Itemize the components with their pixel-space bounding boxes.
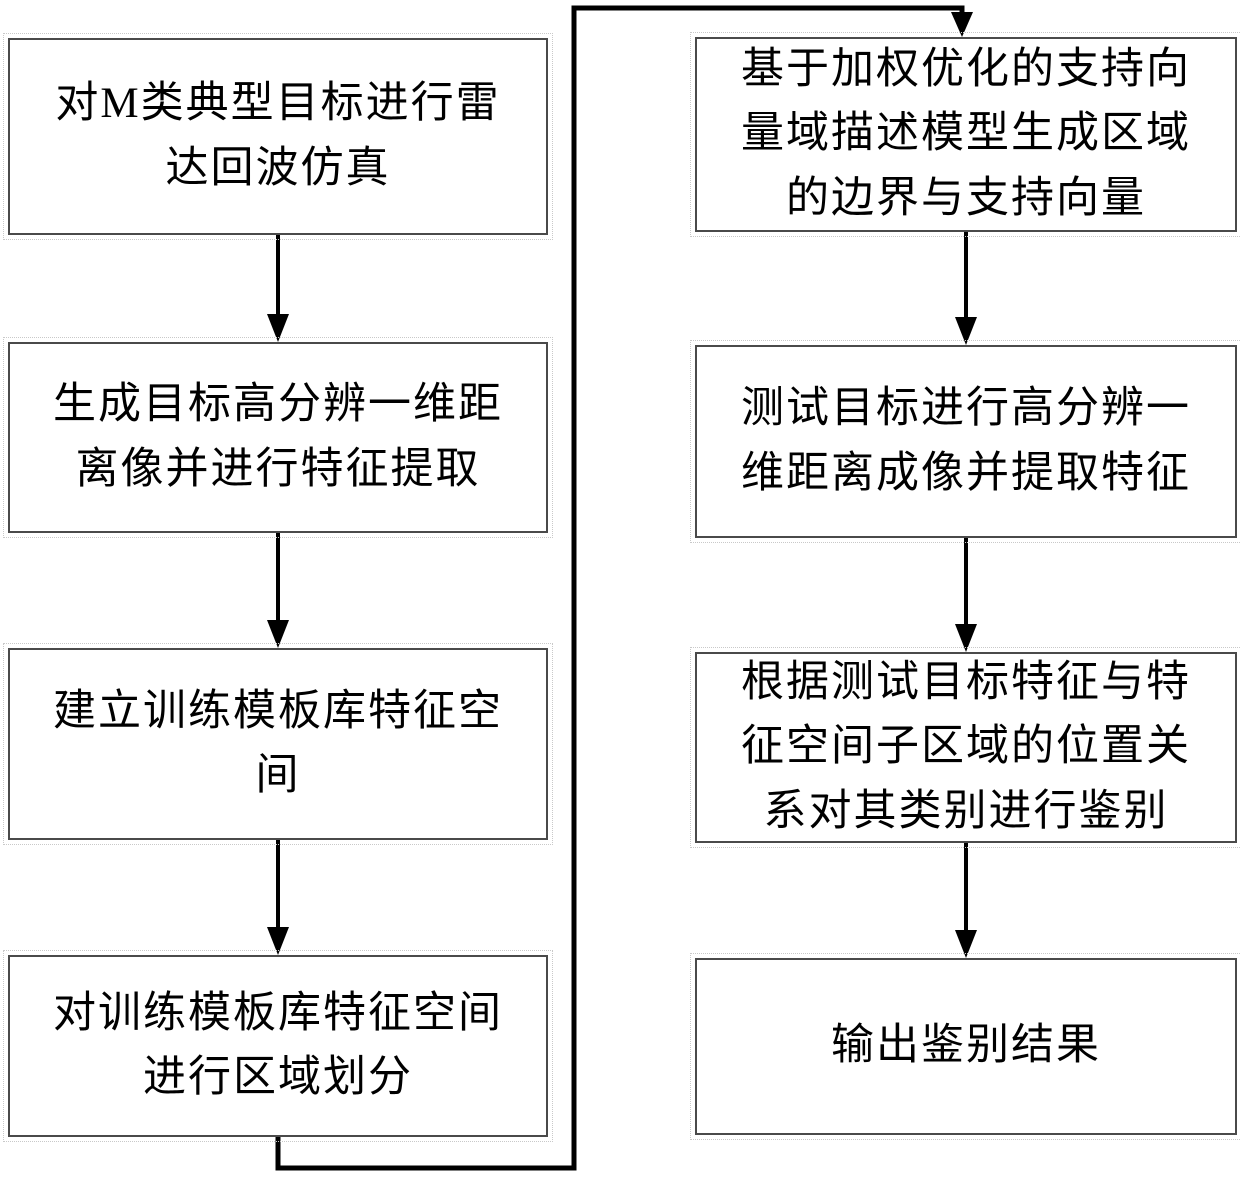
step-text-output-result: 输出鉴别结果 [831,1022,1101,1070]
step-text-build-template-feature-space: 建立训练模板库特征空 间 [53,687,503,800]
step-text-partition-feature-space: 对训练模板库特征空间 进行区域划分 [53,989,503,1102]
arrow-r1-to-r2 [955,232,977,345]
arrow-r3-to-r4 [955,843,977,958]
arrow-l2-to-l3 [267,533,289,648]
arrow-r2-to-r3 [955,538,977,652]
step-box-generate-hrrp-extract-features: 生成目标高分辨一维距 离像并进行特征提取 [3,337,553,538]
step-box-build-template-feature-space: 建立训练模板库特征空 间 [3,643,553,845]
step-box-test-target-hrrp-features: 测试目标进行高分辨一 维距离成像并提取特征 [690,340,1240,543]
step-box-svdd-generate-boundary: 基于加权优化的支持向 量域描述模型生成区域 的边界与支持向量 [690,32,1240,237]
step-text-simulate-radar-echo: 对M类典型目标进行雷 达回波仿真 [55,80,501,192]
step-box-partition-feature-space: 对训练模板库特征空间 进行区域划分 [3,950,553,1142]
arrow-l1-to-l2 [267,235,289,342]
arrow-l3-to-l4 [267,840,289,955]
step-box-simulate-radar-echo: 对M类典型目标进行雷 达回波仿真 [3,33,553,240]
step-box-discriminate-by-position: 根据测试目标特征与特 征空间子区域的位置关 系对其类别进行鉴别 [690,647,1240,848]
step-box-output-result: 输出鉴别结果 [690,953,1240,1140]
step-text-svdd-generate-boundary: 基于加权优化的支持向 量域描述模型生成区域 的边界与支持向量 [741,45,1191,222]
step-text-discriminate-by-position: 根据测试目标特征与特 征空间子区域的位置关 系对其类别进行鉴别 [741,658,1191,835]
step-text-test-target-hrrp-features: 测试目标进行高分辨一 维距离成像并提取特征 [741,385,1191,497]
step-text-generate-hrrp-extract-features: 生成目标高分辨一维距 离像并进行特征提取 [53,381,503,493]
arrowhead-into-r1 [951,12,973,37]
